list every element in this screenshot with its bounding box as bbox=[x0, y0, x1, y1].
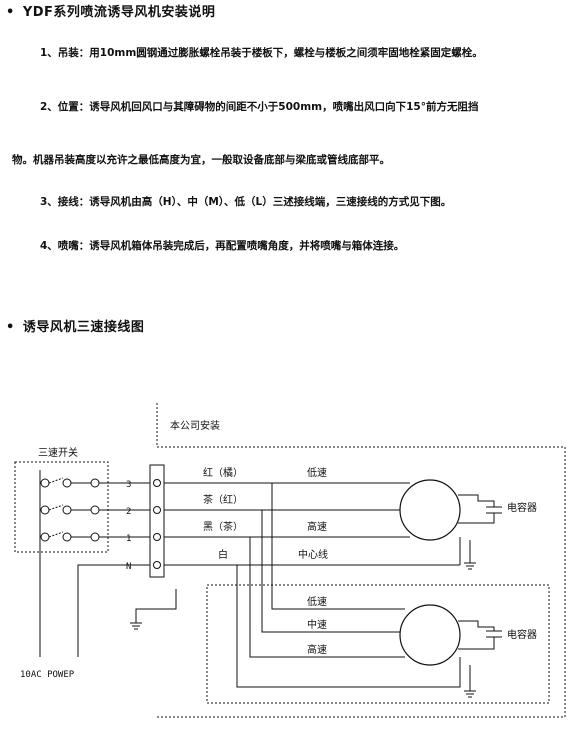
wire-label-red: 红（橘） bbox=[203, 466, 243, 479]
motor1-capacitor bbox=[458, 494, 502, 524]
heading-install-instructions: •YDF系列喷流诱导风机安装说明 bbox=[6, 5, 216, 20]
terminal-block bbox=[149, 464, 165, 578]
motor2-capacitor-label: 电容器 bbox=[507, 628, 537, 641]
terminal-label-3: 3 bbox=[126, 480, 131, 490]
terminal-screws bbox=[153, 479, 161, 569]
motor1-speed-high: 高速 bbox=[307, 520, 327, 533]
switch-contacts bbox=[39, 470, 150, 657]
motor2-box bbox=[206, 584, 550, 704]
motor2-speed-high: 高速 bbox=[307, 643, 327, 656]
paragraph-position: 2、位置：诱导风机回风口与其障碍物的间距不小于500mm，喷嘴出风口向下15°前… bbox=[40, 101, 479, 113]
terminal-label-2: 2 bbox=[126, 507, 131, 517]
heading-install-text: YDF系列喷流诱导风机安装说明 bbox=[22, 5, 216, 20]
dashed-enclosures bbox=[14, 403, 566, 718]
label-power: 10AC POWEP bbox=[20, 670, 75, 680]
motor1-circle bbox=[399, 479, 461, 541]
motor2-circle bbox=[399, 604, 461, 666]
paragraph-wiring: 3、接线：诱导风机由高（H）、中（M）、低（L）三述接线端，三速接线的方式见下图… bbox=[40, 196, 452, 208]
wire-label-white: 白 bbox=[218, 548, 228, 561]
motor2-capacitor bbox=[458, 620, 502, 650]
label-company-install: 本公司安装 bbox=[170, 419, 220, 432]
terminal-label-n: N bbox=[126, 562, 131, 572]
switch-box bbox=[14, 461, 109, 553]
motor1-ground bbox=[464, 540, 476, 570]
heading-wiring-diagram: •诱导风机三速接线图 bbox=[6, 320, 145, 335]
motor2-speed-mid: 中速 bbox=[307, 618, 327, 631]
wire-label-tea: 茶（红） bbox=[203, 493, 243, 506]
motor1-speed-low: 低速 bbox=[307, 466, 327, 479]
label-center-line: 中心线 bbox=[298, 548, 328, 561]
wires bbox=[164, 482, 461, 688]
wiring-diagram: 本公司安装 三速开关 3 2 1 N bbox=[14, 403, 566, 718]
paragraph-hoisting: 1、吊装：用10mm圆钢通过膨胀螺栓吊装于楼板下，螺栓与楼板之间须牢固地栓紧固定… bbox=[40, 47, 483, 59]
paragraph-position-cont: 物。机器吊装高度以充许之最低高度为宜，一般取设备底部与梁底或管线底部平。 bbox=[12, 154, 390, 166]
wire-label-black: 黑（茶） bbox=[203, 520, 243, 533]
motor1-capacitor-label: 电容器 bbox=[507, 501, 537, 514]
heading-wiring-text: 诱导风机三速接线图 bbox=[22, 320, 145, 335]
install-area-box bbox=[157, 446, 566, 718]
paragraph-nozzle: 4、喷嘴：诱导风机箱体吊装完成后，再配置喷嘴角度，并将喷嘴与箱体连接。 bbox=[40, 240, 405, 252]
motor2-speed-low: 低速 bbox=[307, 595, 327, 608]
ground-terminal bbox=[130, 589, 177, 630]
label-switch: 三速开关 bbox=[38, 446, 78, 459]
terminal-label-1: 1 bbox=[126, 534, 131, 544]
motor2-ground bbox=[464, 665, 476, 698]
